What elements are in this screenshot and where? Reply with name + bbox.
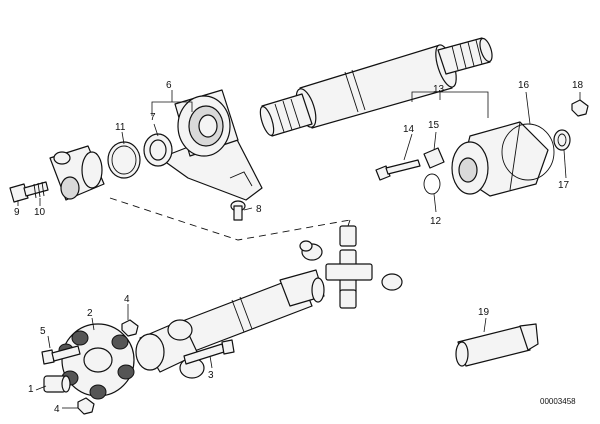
assembly-path-line <box>109 197 351 241</box>
callout-14: 14 <box>403 124 415 135</box>
front-yoke <box>49 145 105 201</box>
callout-16: 16 <box>518 80 530 91</box>
rear-flange-housing <box>451 121 549 197</box>
callout-13: 13 <box>433 84 445 95</box>
rear-shaft-tube <box>179 269 325 353</box>
front-bolt <box>9 181 49 203</box>
callout-1: 1 <box>28 384 34 395</box>
callout-19: 19 <box>478 307 490 318</box>
callout-10: 10 <box>34 207 46 218</box>
retaining-clip <box>553 129 571 151</box>
callout-9: 9 <box>14 207 20 218</box>
disc-nut-lower <box>77 397 95 415</box>
callout-7: 7 <box>150 112 156 123</box>
callout-18: 18 <box>572 80 584 91</box>
bearing-ring <box>143 133 173 167</box>
callout-4-upper: 4 <box>124 294 130 305</box>
document-number: 00003458 <box>540 397 576 406</box>
callout-4-lower: 4 <box>54 404 60 415</box>
centering-bush <box>43 375 71 393</box>
callout-12: 12 <box>430 216 442 227</box>
flexible-disc <box>58 323 135 400</box>
rear-nut <box>571 99 589 117</box>
callout-6: 6 <box>166 80 172 91</box>
disc-nut-upper <box>121 319 139 337</box>
splined-shaft-end <box>437 37 493 75</box>
centering-sleeve <box>423 147 445 169</box>
disc-bolt <box>41 345 81 365</box>
spring-washer <box>33 181 45 199</box>
callout-2: 2 <box>87 308 93 319</box>
support-bolt <box>230 200 246 221</box>
seal-ring <box>107 141 141 179</box>
center-bearing-support <box>159 89 263 201</box>
flange-bolt <box>183 339 235 365</box>
callout-17: 17 <box>558 180 570 191</box>
shaft-stub-spline <box>259 93 313 137</box>
grease-tube <box>455 323 539 367</box>
rear-flange-yoke <box>135 319 205 379</box>
callout-3: 3 <box>208 370 214 381</box>
flange-seal-ring <box>501 123 555 181</box>
callout-8: 8 <box>256 204 262 215</box>
callout-11: 11 <box>115 122 126 133</box>
rear-bolt <box>375 159 421 181</box>
universal-joint-cross <box>299 225 403 309</box>
circlip <box>423 173 441 195</box>
leader-lines <box>17 90 581 409</box>
callout-15: 15 <box>428 120 440 131</box>
callout-5: 5 <box>40 326 46 337</box>
